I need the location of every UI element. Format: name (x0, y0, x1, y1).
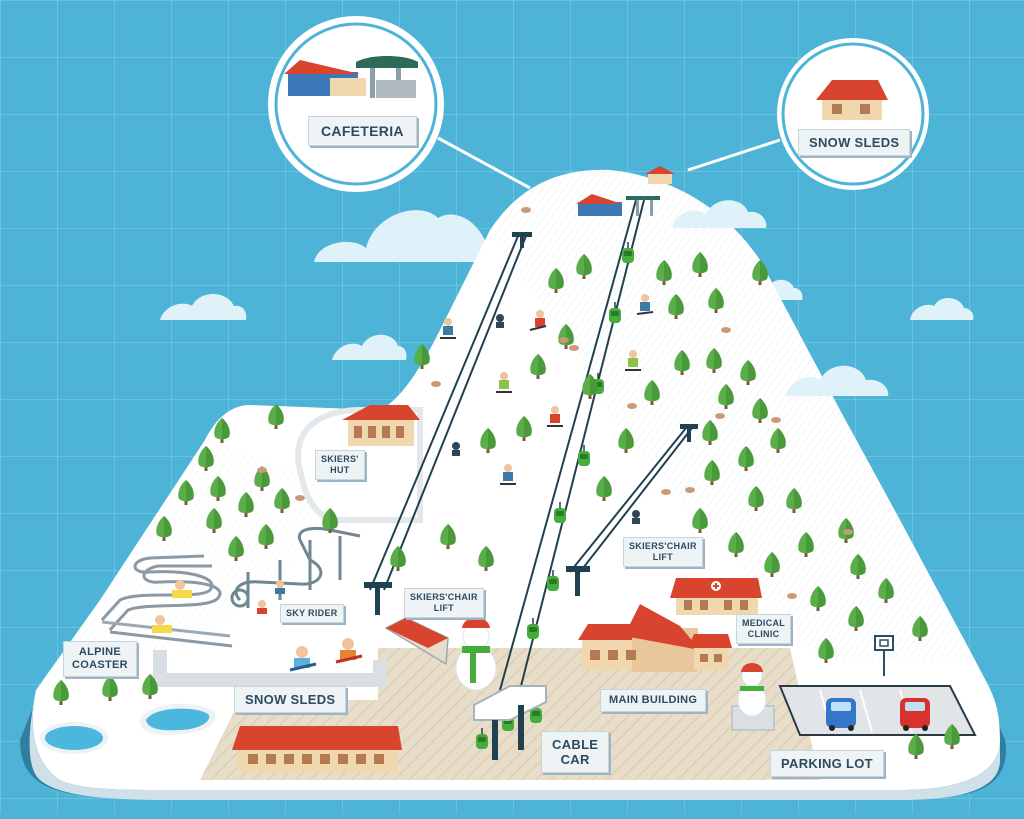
alpine-coaster-label-line2: COASTER (72, 659, 128, 671)
cable-car-cables (499, 199, 645, 691)
building-icon (342, 405, 420, 446)
chair-lift-cables (369, 235, 693, 591)
cafeteria-label-text: CAFETERIA (321, 123, 404, 139)
building-icon (232, 726, 402, 772)
skiers-hut-label-line1: SKIERS' (321, 454, 359, 464)
building-icon (670, 578, 762, 615)
sky-rider-label: SKY RIDER (280, 604, 344, 623)
lift-tower (364, 232, 698, 615)
cafeteria-label: CAFETERIA (308, 116, 417, 146)
alpine-coaster-label: ALPINE COASTER (63, 641, 137, 677)
skiers-chair-lift-center-line2: LIFT (433, 603, 454, 613)
parking-lot-label: PARKING LOT (770, 750, 884, 777)
skiers-chair-lift-right-line2: LIFT (652, 552, 673, 562)
ramp-structure (384, 617, 449, 666)
building-icon (578, 604, 732, 672)
callout-lines (437, 136, 781, 190)
skiers-hut-label: SKIERS' HUT (315, 450, 365, 480)
main-building-label: MAIN BUILDING (600, 689, 707, 712)
snowman-icon (455, 617, 497, 691)
basketball-hoop-icon (874, 635, 894, 676)
skiers-chair-lift-center-label: SKIERS'CHAIR LIFT (404, 588, 484, 618)
building-icon (576, 166, 675, 216)
snow-sleds-top-label: SNOW SLEDS (798, 129, 911, 156)
alpine-coaster-label-line1: ALPINE (78, 646, 122, 658)
snow-sleds-bottom-label: SNOW SLEDS (234, 686, 347, 713)
snow-sleds-callout (777, 38, 929, 190)
cable-car-label: CABLE CAR (541, 731, 610, 773)
sledder-icon (152, 580, 363, 672)
cable-car-label-line2: CAR (560, 752, 590, 767)
snow-sleds-top-label-text: SNOW SLEDS (809, 135, 900, 150)
skier-icon (452, 314, 640, 524)
sky-rider-label-text: SKY RIDER (286, 608, 338, 618)
snow-sleds-bottom-label-text: SNOW SLEDS (245, 692, 336, 707)
skiers-hut-label-line2: HUT (330, 465, 350, 475)
pond-icon (40, 703, 216, 754)
skiers-chair-lift-right-line1: SKIERS'CHAIR (629, 541, 697, 551)
cable-car-label-line1: CABLE (552, 737, 599, 752)
medical-clinic-label-line2: CLINIC (747, 629, 780, 639)
cafeteria-callout (268, 16, 444, 192)
main-building-label-text: MAIN BUILDING (609, 694, 698, 706)
parking-lot-label-text: PARKING LOT (781, 756, 873, 771)
medical-clinic-label: MEDICAL CLINIC (736, 614, 792, 644)
skier-icon (440, 294, 654, 485)
skiers-chair-lift-center-line1: SKIERS'CHAIR (410, 592, 478, 602)
snowman-icon (731, 663, 775, 731)
cable-car-station (473, 685, 547, 760)
skiers-chair-lift-right-label: SKIERS'CHAIR LIFT (623, 537, 703, 567)
car-icon (900, 698, 930, 731)
car-icon (826, 698, 856, 731)
parking-lot-area (778, 685, 977, 736)
medical-clinic-label-line1: MEDICAL (742, 618, 786, 628)
